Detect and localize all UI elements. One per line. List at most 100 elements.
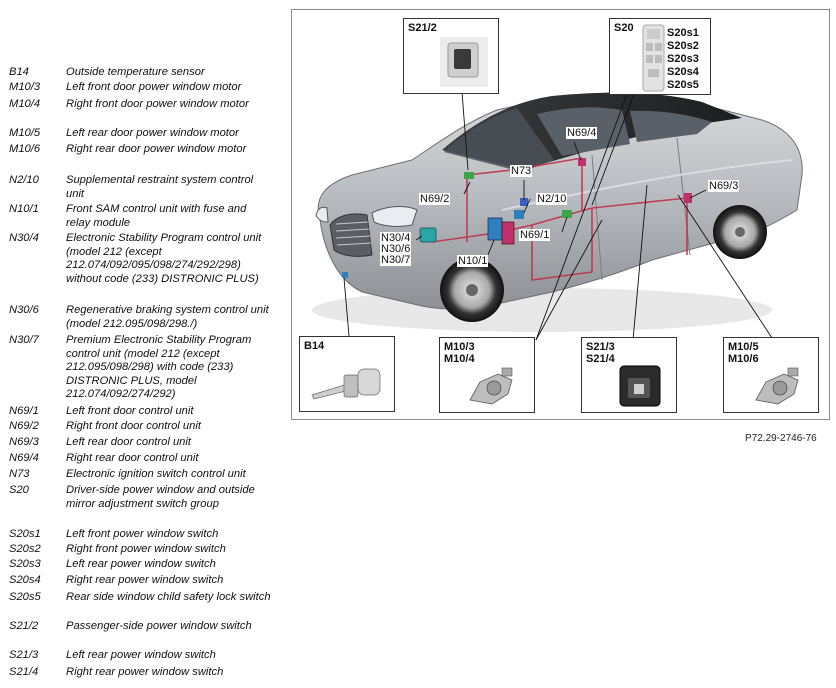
legend-code: N2/10 [9,174,39,186]
side-window-rear [630,110,712,142]
label-n30-4: N30/4 [380,232,412,244]
legend-code: S21/4 [9,666,39,678]
label-n73: N73 [510,165,533,177]
legend-code: N69/2 [9,420,39,432]
callout-title: S21/3 [586,341,615,353]
n10-1-sam-module [487,217,503,241]
callout-title: S21/2 [408,22,437,34]
label-n30-7: N30/7 [380,254,412,266]
callout-title: M10/3 [444,341,475,353]
callout-item: S20s5 [667,79,699,91]
b14-sensor [342,272,348,278]
legend-description: Regenerative braking system control unit… [66,304,269,330]
legend-code: S20s2 [9,543,41,555]
label-n69-3: N69/3 [708,180,740,192]
n69-3-door-unit [684,193,692,203]
callout-title: M10/6 [728,353,759,365]
legend-code: M10/4 [9,98,41,110]
label-n69-1: N69/1 [519,229,551,241]
legend-code: S21/2 [9,620,39,632]
legend-description: Outside temperature sensor [66,66,205,78]
legend-description: Left rear door power window motor [66,127,239,139]
legend-description: Left rear door control unit [66,436,191,448]
door-seam [591,154,603,281]
switch-group-s20-icon [642,24,665,92]
legend-description: Right front door power window motor [66,98,249,110]
callout-title: M10/5 [728,341,759,353]
grille-bars [335,221,372,246]
front-wheel-hub [466,284,478,296]
legend-code: N30/7 [9,334,39,346]
front-grille [329,213,373,257]
switch-s21-2-icon [440,37,488,87]
legend-code: N10/1 [9,203,39,215]
callout-s21-3-s21-4: S21/3 S21/4 [581,337,677,413]
window-motor-icon [755,367,799,405]
label-n30-6: N30/6 [380,243,412,255]
legend-description: Front SAM control unit with fuse and rel… [66,203,247,229]
legend-code: S20s3 [9,558,41,570]
callout-m10-5-m10-6: M10/5 M10/6 [723,337,819,413]
callout-title: B14 [304,340,325,352]
n69-4-door-unit [578,158,586,166]
n2-10-restraint-unit [514,210,524,219]
temperature-sensor-icon [311,368,381,400]
legend-description: Rear side window child safety lock switc… [66,591,271,603]
legend-description: Right rear door control unit [66,452,199,464]
callout-title: M10/4 [444,353,475,365]
legend-code: S20 [9,484,29,496]
legend-description: Left front door power window motor [66,81,242,93]
callout-m10-3-m10-4: M10/3 M10/4 [439,337,535,413]
legend-description: Left front door control unit [66,405,194,417]
callout-item: S20s3 [667,53,699,65]
legend-code: N73 [9,468,30,480]
legend-code: N30/6 [9,304,39,316]
legend-description: Premium Electronic Stability Program con… [66,334,252,401]
legend-description: Right rear power window switch [66,666,224,678]
component-location-diagram: S21/2 S20 S20s1 S20s2 S20s3 S20s4 S20s5 … [291,9,830,420]
callout-s20: S20 S20s1 S20s2 S20s3 S20s4 S20s5 [609,18,711,95]
callout-title: S21/4 [586,353,615,365]
legend-description: Passenger-side power window switch [66,620,252,632]
legend-code: B14 [9,66,29,78]
legend-code: S20s4 [9,574,41,586]
legend-code: M10/5 [9,127,41,139]
legend-code: S21/3 [9,649,39,661]
legend-description: Right rear power window switch [66,574,224,586]
legend-description: Left rear power window switch [66,649,216,661]
callout-item: S20s4 [667,66,699,78]
legend-code: M10/6 [9,143,41,155]
legend-code: S20s5 [9,591,41,603]
callout-title: S20 [614,22,634,34]
door-seam [676,137,691,256]
n69-1-door-unit [562,210,572,218]
legend-description: Supplemental restraint system control un… [66,174,254,200]
legend-code: N69/4 [9,452,39,464]
legend-description: Right front power window switch [66,543,226,555]
callout-item: S20s1 [667,27,699,39]
legend-code: N69/1 [9,405,39,417]
rear-window-switch-icon [619,365,661,407]
label-n69-2: N69/2 [419,193,451,205]
figure-reference: P72.29-2746-76 [745,433,817,444]
legend-description: Right front door control unit [66,420,201,432]
rear-wheel-hub [735,227,745,237]
label-n10-1: N10/1 [457,255,489,267]
legend-description: Left front power window switch [66,528,219,540]
legend-description: Electronic ignition switch control unit [66,468,246,480]
n30-control-unit [419,227,437,243]
legend-description: Left rear power window switch [66,558,216,570]
n69-2-door-unit [464,172,474,179]
headlight [315,206,329,223]
label-n2-10: N2/10 [536,193,568,205]
legend-code: N30/4 [9,232,39,244]
n10-1-sam-module-b [501,221,515,245]
legend-description: Electronic Stability Program control uni… [66,232,262,285]
legend-code: N69/3 [9,436,39,448]
legend-code: S20s1 [9,528,41,540]
window-motor-icon [469,367,513,405]
n73-ignition-unit [520,198,528,206]
legend-description: Driver-side power window and outside mir… [66,484,255,510]
callout-item: S20s2 [667,40,699,52]
legend-description: Right rear door power window motor [66,143,247,155]
